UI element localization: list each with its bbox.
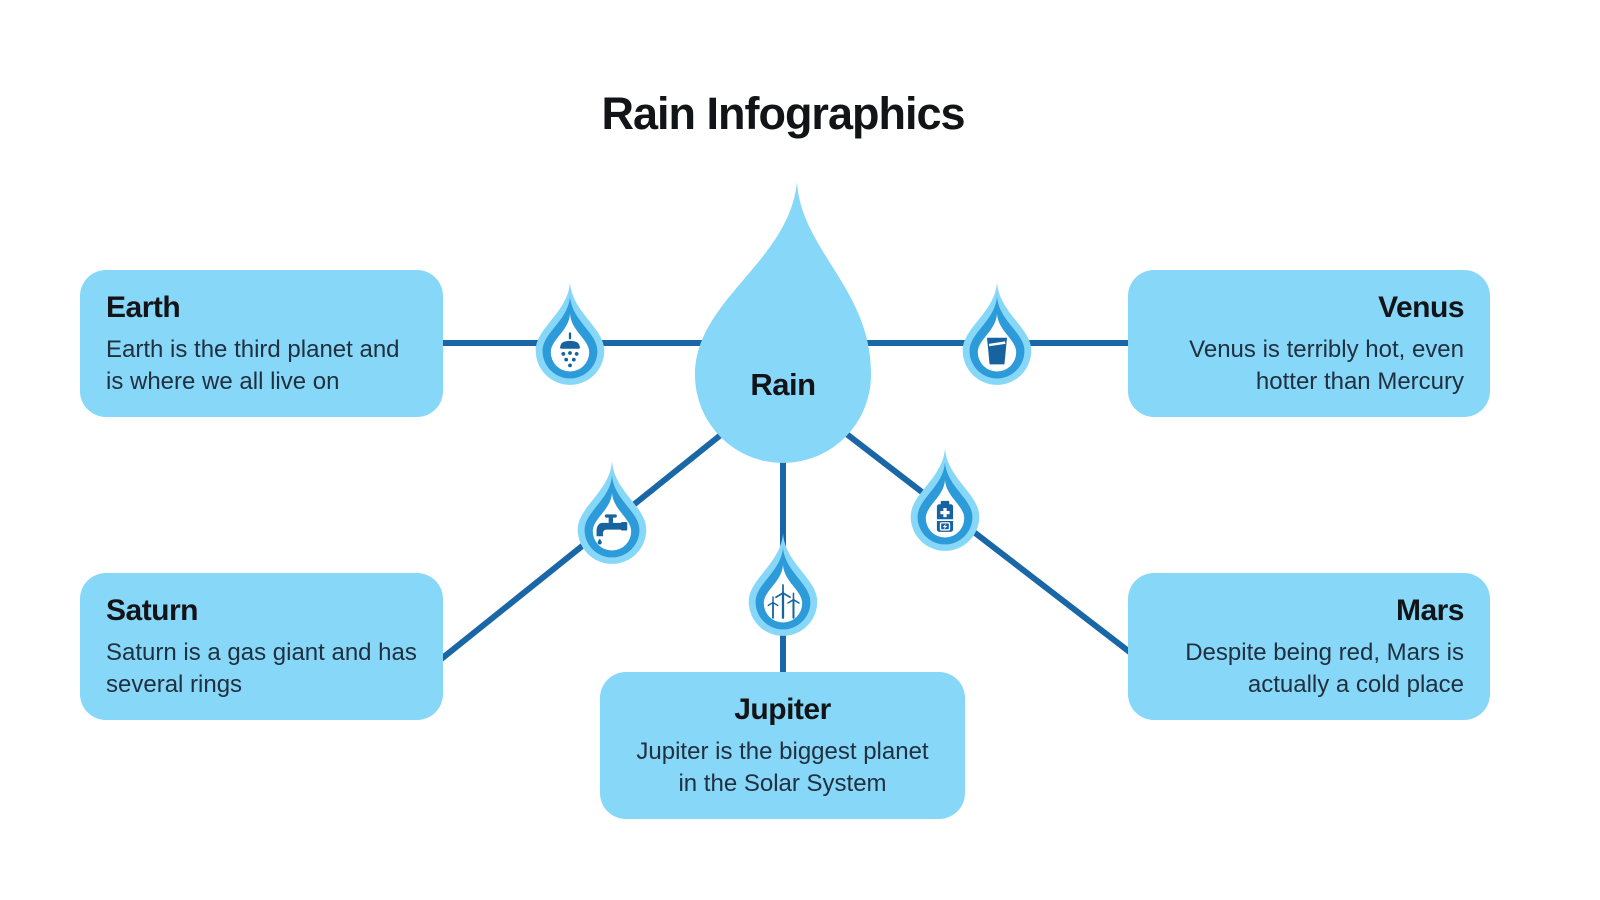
- shower-icon: [560, 332, 580, 368]
- card-jupiter-title: Jupiter: [734, 693, 831, 726]
- earth-droplet: [535, 282, 605, 385]
- card-earth: Earth Earth is the third planet and is w…: [80, 270, 443, 418]
- card-venus-body: Venus is terribly hot, even hotter than …: [1189, 336, 1464, 395]
- card-earth-title: Earth: [106, 291, 181, 324]
- rain-drop-shape: [695, 182, 872, 463]
- rain-label: Rain: [750, 367, 816, 402]
- jupiter-droplet: [748, 533, 818, 636]
- card-mars-title: Mars: [1395, 594, 1465, 627]
- page-title: Rain Infographics: [601, 88, 965, 139]
- card-saturn-title: Saturn: [106, 594, 199, 627]
- card-saturn: Saturn Saturn is a gas giant and has sev…: [80, 573, 443, 721]
- card-jupiter: Jupiter Jupiter is the biggest planet in…: [600, 672, 965, 820]
- card-venus-title: Venus: [1378, 291, 1464, 324]
- water-glass-icon: [987, 337, 1007, 365]
- wind-turbine-icon: [767, 584, 800, 619]
- venus-droplet: [962, 282, 1032, 385]
- saturn-droplet: [577, 461, 647, 564]
- card-jupiter-body: Jupiter is the biggest planet in the Sol…: [636, 738, 929, 797]
- card-saturn-body: Saturn is a gas giant and has several ri…: [106, 639, 417, 698]
- card-earth-body: Earth is the third planet and is where w…: [106, 336, 400, 395]
- faucet-icon: [596, 514, 628, 545]
- battery-icon: [936, 500, 954, 532]
- mars-droplet: [910, 448, 980, 551]
- rain-drop: Rain: [695, 182, 872, 463]
- card-mars-body: Despite being red, Mars is actually a co…: [1185, 639, 1464, 698]
- card-venus: Venus Venus is terribly hot, even hotter…: [1128, 270, 1490, 418]
- card-mars: Mars Despite being red, Mars is actually…: [1128, 573, 1490, 721]
